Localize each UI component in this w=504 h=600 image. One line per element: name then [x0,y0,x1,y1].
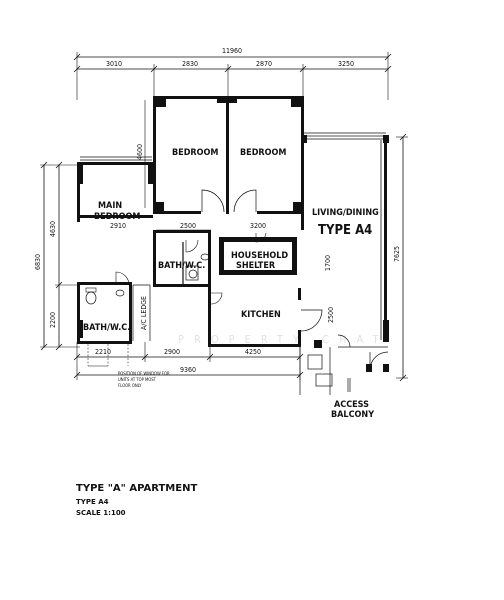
dim-bedroom-depth: 4600 [136,144,144,160]
access-balcony [299,334,389,395]
windows-and-partitions [80,132,386,367]
label-access-1: ACCESS [334,400,369,410]
watermark: PROPERTY CHAT [178,333,388,346]
dim-bottom-total: 9360 [180,366,196,374]
note-window-2: UNITS AT TOP MOST [118,377,157,382]
label-household: HOUSEHOLD [231,251,288,261]
right-dimension-line [396,133,408,382]
dim-bottom-1: 2210 [95,348,111,356]
dim-bottom-3: 4250 [245,348,261,356]
label-bath-upper: BATH/W.C. [158,261,205,271]
dim-kitchen-depth: 2500 [327,307,335,323]
caption-title: TYPE "A" APARTMENT [76,483,198,494]
label-access-2: BALCONY [331,410,374,420]
note-window-3: FLOOR ONLY [118,383,142,388]
dim-bottom-2: 2900 [164,348,180,356]
dim-left-total: 6830 [34,254,42,270]
label-shelter: SHELTER [236,261,276,271]
caption-subtitle: TYPE A4 [76,498,109,506]
label-living-dining: LIVING/DINING [312,208,379,218]
label-ac-ledge: A/C LEDGE [140,296,148,330]
dim-bedroom-width-2: 2500 [180,222,196,230]
dim-bedroom-width-3: 3200 [250,222,266,230]
label-main-bedroom-2: BEDROOM [94,212,141,222]
dim-overall-width: 11960 [222,47,242,55]
dim-top-4: 3250 [338,60,354,68]
label-bedroom-2: BEDROOM [240,148,287,158]
dim-shelter-depth: 1700 [324,255,332,271]
dim-top-1: 3010 [106,60,122,68]
label-bath-lower: BATH/W.C. [83,323,130,333]
dim-main-bedroom-width: 2910 [110,222,126,230]
top-dimension-lines [73,52,392,100]
left-dimension-lines [40,100,146,351]
dim-left-lower: 2200 [49,312,57,328]
note-window-1: POSITION OF WINDOW FOR [118,371,170,376]
label-unit-type: TYPE A4 [318,223,372,238]
dim-top-2: 2830 [182,60,198,68]
dim-left-upper: 4630 [49,221,57,237]
dim-top-3: 2870 [256,60,272,68]
label-main-bedroom-1: MAIN [98,201,122,211]
doors [115,189,323,332]
label-kitchen: KITCHEN [241,310,281,320]
walls [77,96,389,348]
label-bedroom-1: BEDROOM [172,148,219,158]
dim-right-total: 7625 [393,246,401,262]
fixtures [85,253,210,305]
caption-scale: SCALE 1:100 [76,509,126,517]
